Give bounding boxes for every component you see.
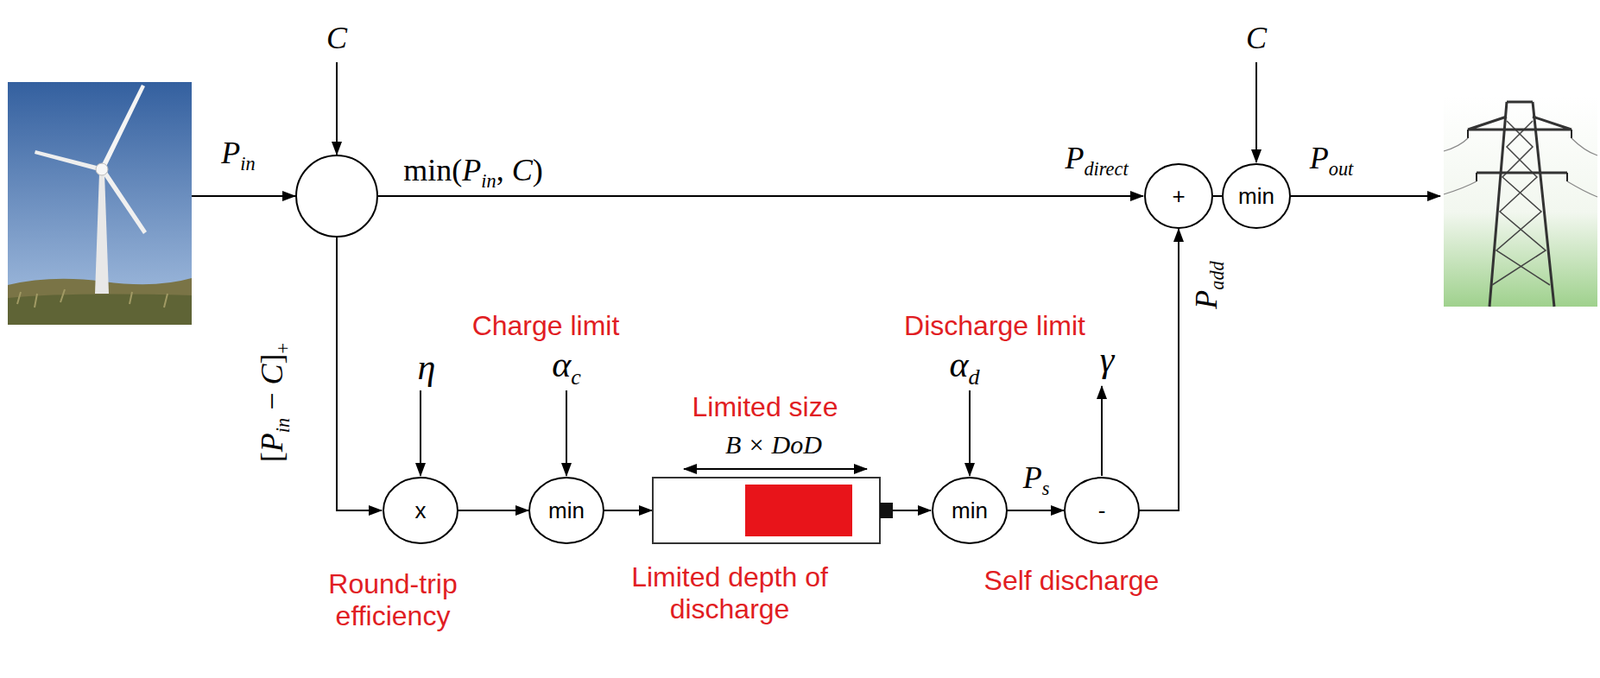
operator-text: + xyxy=(1171,183,1185,209)
text-run: P xyxy=(1064,140,1084,176)
subscript: in xyxy=(271,417,294,433)
text-run: o xyxy=(790,430,804,459)
subscript: d xyxy=(968,364,981,390)
subtract-circle: - xyxy=(1063,476,1140,544)
splitter-circle xyxy=(296,155,378,237)
signal-label: Pin xyxy=(221,135,255,175)
annotation-note: Limited size xyxy=(692,391,839,424)
text-run: , xyxy=(496,152,513,188)
operator-text: x xyxy=(415,498,427,524)
text-run: η xyxy=(417,347,437,387)
annotation-note: Charge limit xyxy=(472,309,620,342)
annotation-note: Limited depth of discharge xyxy=(626,561,834,626)
signal-label: C xyxy=(326,20,348,57)
signal-label: min(Pin, C) xyxy=(403,152,543,192)
signal-label: Pdirect xyxy=(1064,140,1128,180)
annotation-note: Round-trip efficiency xyxy=(306,568,480,633)
operator-text: - xyxy=(1098,498,1107,524)
text-run: D xyxy=(771,430,791,459)
subscript: c xyxy=(570,364,582,390)
operator-text: min xyxy=(1238,183,1275,209)
min-circle: min xyxy=(1221,163,1291,229)
text-run: P xyxy=(221,135,241,171)
connector xyxy=(1139,228,1179,511)
signal-label: [Pin − C]+ xyxy=(254,342,294,462)
text-run: P xyxy=(1309,140,1329,176)
signal-label: αd xyxy=(948,343,980,391)
signal-label: η xyxy=(417,346,437,388)
text-run: P xyxy=(254,432,290,452)
text-run: P xyxy=(1188,290,1224,310)
text-run: P xyxy=(461,152,481,188)
signal-label: C xyxy=(1245,20,1267,57)
subscript: direct xyxy=(1083,158,1128,180)
signal-label: B × DoD xyxy=(725,430,823,461)
signal-label: Pout xyxy=(1309,140,1354,180)
text-run: ] xyxy=(254,353,290,364)
text-run: α xyxy=(948,344,968,385)
subscript: s xyxy=(1042,477,1050,500)
subscript: in xyxy=(480,170,496,192)
min-circle: min xyxy=(528,476,605,544)
text-run: α xyxy=(551,344,571,385)
connector xyxy=(458,509,529,512)
text-run: ) xyxy=(532,152,544,188)
transmission-tower-photo xyxy=(1443,96,1598,307)
text-run: min( xyxy=(403,152,462,188)
min-circle: min xyxy=(931,476,1008,544)
subscript: add xyxy=(1206,260,1228,290)
connector xyxy=(1213,195,1222,197)
signal-label: γ xyxy=(1100,338,1115,380)
signal-label: αc xyxy=(551,343,582,391)
subscript: in xyxy=(240,152,255,175)
wind-turbine-photo xyxy=(7,82,192,325)
text-run: C xyxy=(326,20,348,56)
annotation-note: Self discharge xyxy=(984,564,1160,597)
text-run: γ xyxy=(1100,339,1115,380)
operator-text: min xyxy=(951,498,988,524)
connector xyxy=(1007,509,1064,512)
signal-label: Padd xyxy=(1188,260,1228,309)
text-run: P xyxy=(1023,460,1043,495)
text-run: C xyxy=(1245,20,1267,56)
text-run: [ xyxy=(254,451,290,462)
operator-text: min xyxy=(548,498,585,524)
text-run: C xyxy=(254,363,290,385)
wires xyxy=(191,62,1441,511)
text-run: D xyxy=(803,430,823,459)
battery-symbol xyxy=(652,477,893,544)
signal-label: Ps xyxy=(1023,460,1050,500)
annotation-note: Discharge limit xyxy=(904,309,1086,342)
multiply-circle: x xyxy=(382,476,459,544)
text-run: B xyxy=(725,430,741,459)
text-run: × xyxy=(740,430,772,459)
text-run: − xyxy=(254,384,290,418)
text-run: C xyxy=(512,152,533,188)
subscript: out xyxy=(1328,158,1354,180)
sum-circle: + xyxy=(1144,163,1214,229)
subscript: + xyxy=(271,342,294,355)
